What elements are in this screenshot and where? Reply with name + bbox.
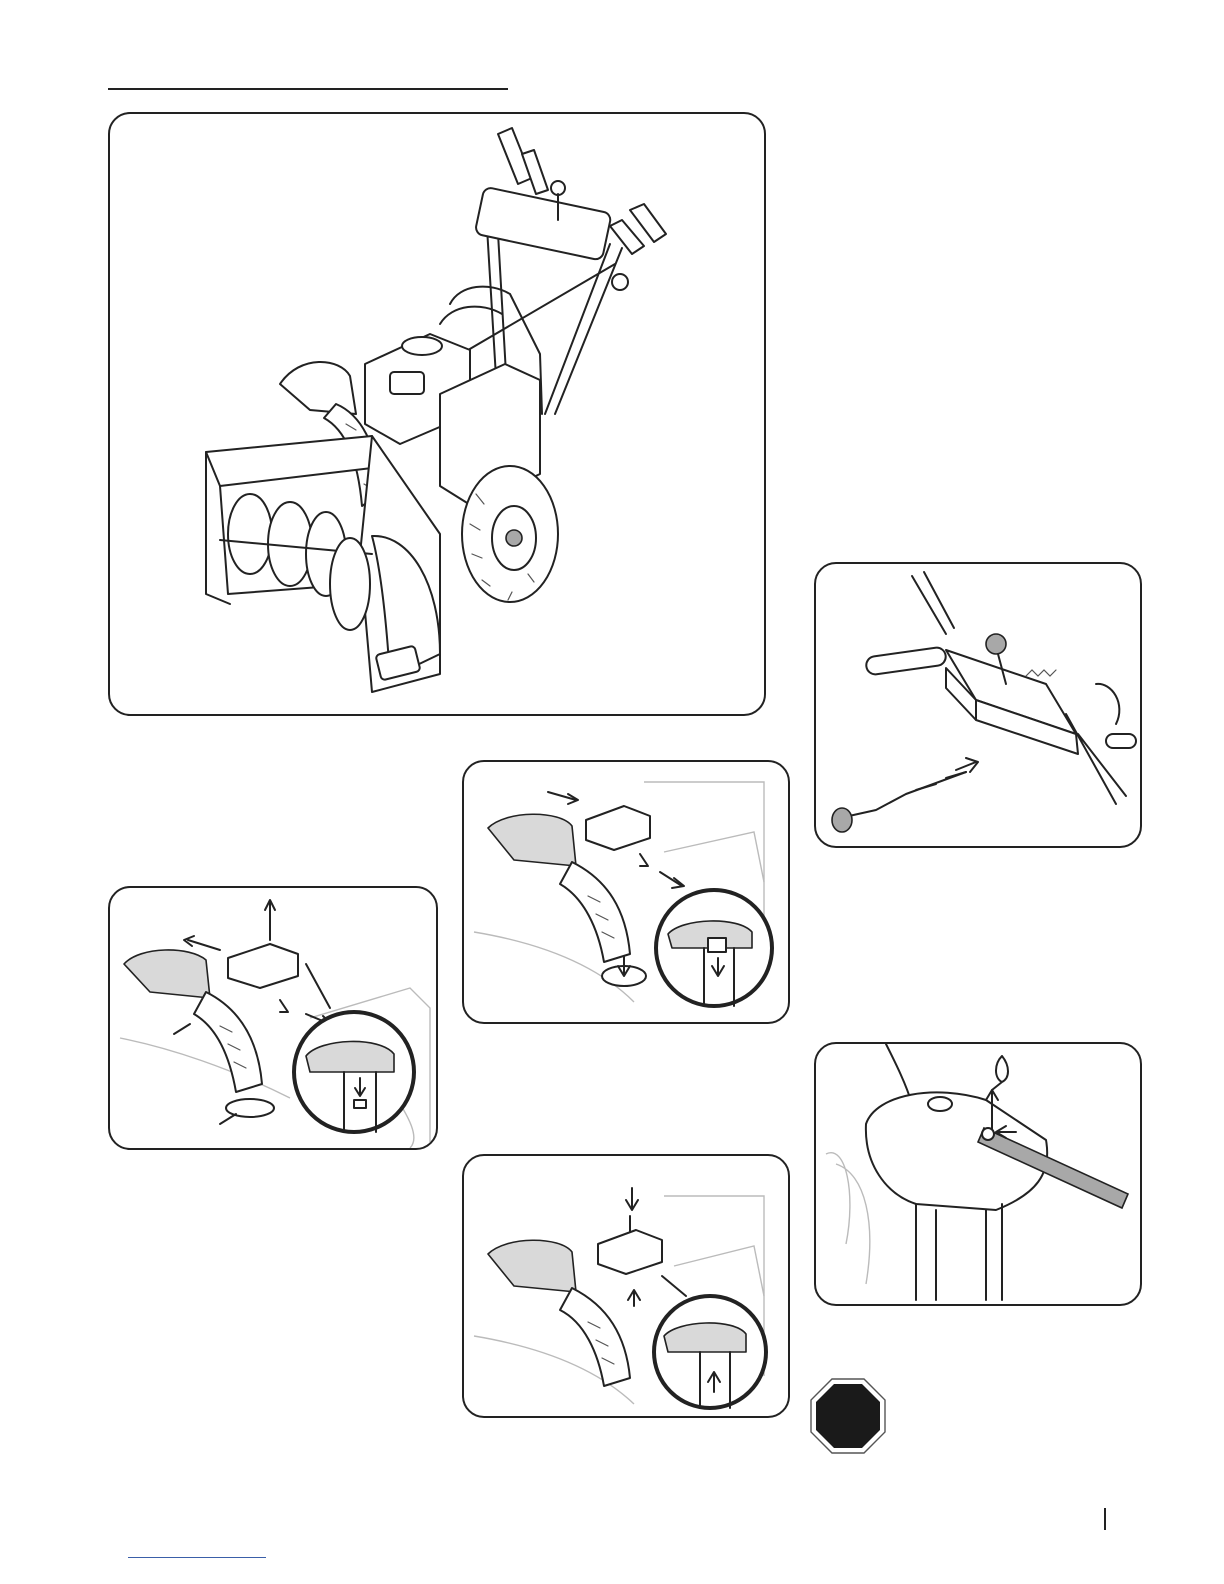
chute-removal-illustration-icon: [110, 888, 436, 1148]
chute-crank-pin-illustration-icon: [816, 1044, 1140, 1304]
header-rule: [108, 88, 508, 90]
stop-octagon-icon: [810, 1378, 886, 1454]
chute-installation-figure: [462, 760, 790, 1024]
page-number-divider: [1104, 1508, 1106, 1530]
chute-fastening-illustration-icon: [464, 1156, 788, 1416]
chute-crank-insert-illustration-icon: [816, 564, 1140, 846]
chute-fastening-figure: [462, 1154, 790, 1418]
chute-crank-insert-figure: [814, 562, 1142, 848]
footer-link-underline: [128, 1557, 266, 1558]
chute-crank-pin-figure: [814, 1042, 1142, 1306]
chute-installation-illustration-icon: [464, 762, 788, 1022]
snow-thrower-illustration-icon: [110, 114, 764, 714]
snow-thrower-figure: [108, 112, 766, 716]
chute-removal-figure: [108, 886, 438, 1150]
